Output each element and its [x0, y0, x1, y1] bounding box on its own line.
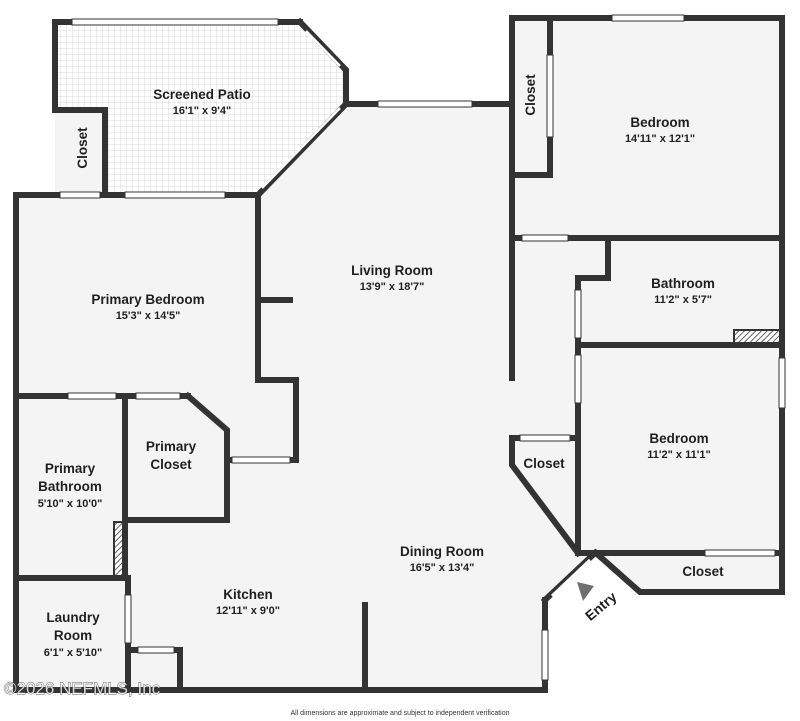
primary-closet-opening — [231, 456, 291, 464]
bedroom-2-name: Bedroom — [649, 431, 708, 446]
bathroom-door — [574, 289, 582, 339]
patio-closet-floor — [55, 110, 105, 195]
bedroom-1-dims: 14'11" x 12'1" — [625, 133, 695, 145]
entry-door — [550, 558, 592, 598]
bathroom-hatch — [733, 329, 781, 344]
closet-bedroom-2-name: Closet — [682, 564, 724, 579]
bathroom-dims: 11'2" x 5'7" — [654, 294, 712, 306]
bedroom1-door — [521, 234, 569, 242]
bedroom-1-name: Bedroom — [630, 115, 689, 130]
bedroom1-closet-opening — [546, 54, 554, 138]
patio-floor — [57, 22, 346, 195]
bedroom2-door — [574, 354, 582, 404]
patio-closet-opening — [59, 191, 101, 199]
living-room-dims: 13'9" x 18'7" — [360, 281, 425, 293]
kitchen-dims: 12'11" x 9'0" — [216, 605, 280, 617]
primary-bedroom-name: Primary Bedroom — [91, 292, 204, 307]
kitchen-name: Kitchen — [223, 587, 273, 602]
bedroom2-closet-opening — [704, 549, 776, 557]
laundry-opening — [124, 594, 132, 644]
primary-bedroom-dims: 15'3" x 14'5" — [116, 310, 181, 322]
room-labels: Screened Patio 16'1" x 9'4" Bedroom 14'1… — [38, 74, 724, 659]
primary-closet-door — [135, 392, 181, 400]
laundry-closet-opening — [137, 646, 175, 654]
primary-bedroom-opening — [124, 191, 226, 199]
bedroom1-north-window — [611, 14, 685, 22]
windows — [59, 14, 786, 681]
bedroom2-east-window — [778, 357, 786, 409]
primary-bathroom-name-2: Bathroom — [38, 479, 102, 494]
laundry-room-dims: 6'1" x 5'10" — [44, 647, 102, 659]
primary-bath-opening — [67, 392, 117, 400]
dining-room-name: Dining Room — [400, 544, 484, 559]
screened-patio-dims: 16'1" x 9'4" — [173, 105, 231, 117]
patio-north-window — [71, 18, 279, 26]
living-north-window — [377, 100, 473, 108]
laundry-room-name-2: Room — [54, 628, 92, 643]
living-room-name: Living Room — [351, 263, 433, 278]
watermark: ©2026 NEFMLS, Inc — [4, 679, 161, 698]
closet-hall-name: Closet — [523, 456, 565, 471]
primary-bathroom-name-1: Primary — [45, 461, 96, 476]
disclaimer-text: All dimensions are approximate and subje… — [290, 710, 509, 717]
bathroom-name: Bathroom — [651, 276, 715, 291]
dining-room-dims: 16'5" x 13'4" — [410, 562, 475, 574]
bedroom-2-dims: 11'2" x 11'1" — [647, 449, 710, 461]
triangle-arrow-icon — [577, 582, 594, 601]
primary-bathroom-dims: 5'10" x 10'0" — [38, 498, 103, 510]
laundry-room-name-1: Laundry — [46, 610, 100, 625]
patio-diagonal-windows — [261, 30, 341, 189]
primary-closet-name-1: Primary — [146, 439, 197, 454]
closet-patio-name: Closet — [75, 127, 90, 169]
laundry-hatch — [113, 521, 124, 577]
primary-closet-name-2: Closet — [150, 457, 192, 472]
screened-patio-name: Screened Patio — [153, 87, 251, 102]
hall-closet-opening — [519, 434, 571, 442]
closet-bedroom-1-name: Closet — [523, 74, 538, 116]
dining-west-window — [541, 629, 549, 681]
entry-marker: Entry — [577, 582, 620, 624]
